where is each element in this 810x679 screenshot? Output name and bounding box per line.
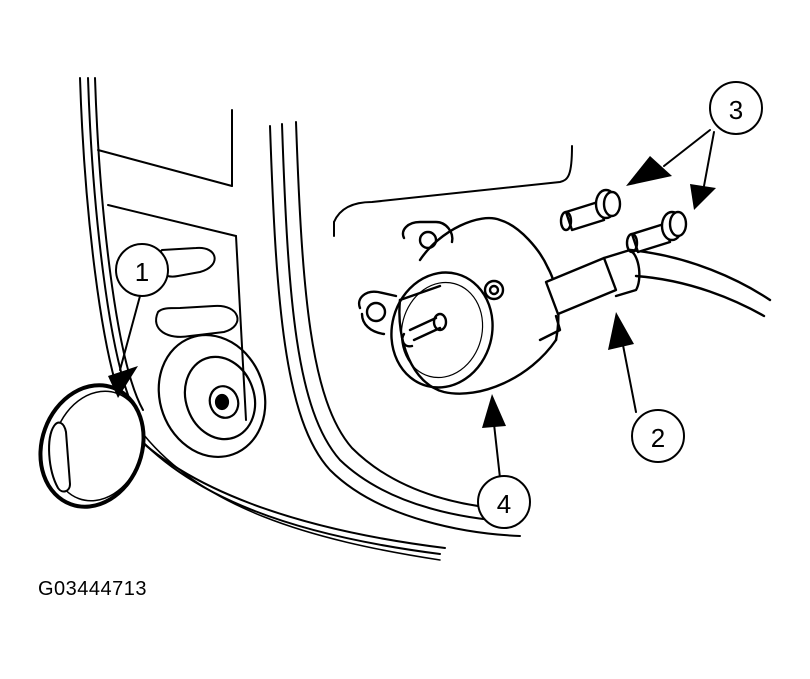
panel-slots [155,246,239,338]
callout-leaders [108,129,716,479]
actuator-motor [357,216,560,395]
callout-2-label: 2 [651,423,665,453]
cover-plug [38,383,146,509]
callout-1: 1 [115,243,169,297]
callout-1-label: 1 [135,257,149,287]
socket-opening [157,333,267,459]
callout-3-label: 3 [729,95,743,125]
callout-3: 3 [709,81,763,135]
callout-4-label: 4 [497,489,511,519]
figure-id: G03444713 [38,578,148,600]
electrical-connector [538,248,772,342]
screws [559,188,688,254]
callout-4: 4 [477,475,531,529]
door-pillar [269,121,573,537]
callout-2: 2 [631,409,685,463]
